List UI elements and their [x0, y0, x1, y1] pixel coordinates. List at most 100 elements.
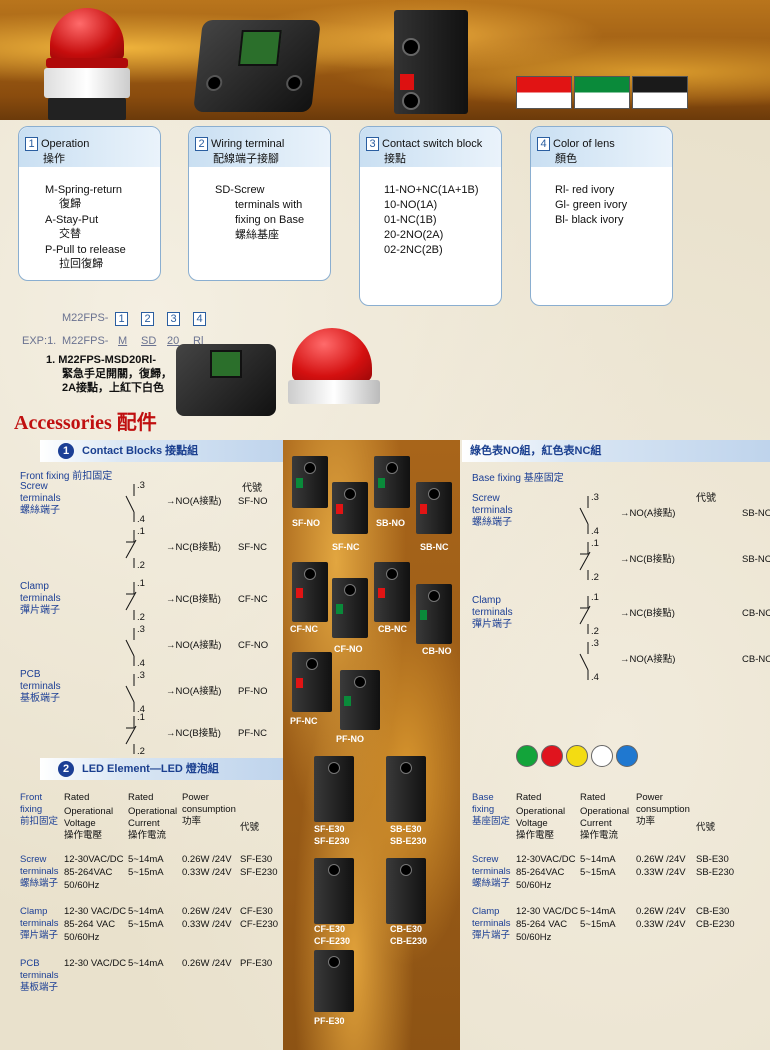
- module-image: [314, 950, 354, 1012]
- contact-color-bar: [462, 440, 770, 462]
- voltage-value: 50/60Hz: [516, 880, 552, 891]
- group-label: terminals: [472, 505, 513, 516]
- no-contact-symbol-icon: [579, 496, 589, 534]
- contact-color-tab: [378, 478, 385, 488]
- section-title-zh: 操作: [43, 153, 65, 165]
- column-header: 操作電流: [580, 830, 619, 841]
- column-header: 操作電壓: [516, 830, 555, 841]
- contact-type: →NC(B接點): [166, 542, 221, 553]
- code-header: 代號: [696, 493, 716, 504]
- no-contact-symbol-icon: [125, 484, 135, 522]
- led-element-bar: [40, 758, 283, 780]
- module-label: SF-E230: [314, 836, 350, 846]
- section-title-zh: 接點: [384, 153, 406, 165]
- led-element-title: LED Element—LED 燈泡組: [82, 763, 219, 775]
- contact-color-tab: [420, 504, 427, 514]
- terminal-hole-icon: [328, 956, 340, 968]
- module-image: [416, 584, 452, 644]
- accessories-title-en: Accessories: [14, 412, 112, 434]
- terminal-label: .1: [137, 526, 145, 537]
- contact-code: SF-NO: [238, 496, 268, 507]
- module-image: [416, 482, 452, 534]
- code-header: 代號: [242, 483, 262, 494]
- example-line: 2A接點，上紅下白色: [62, 382, 165, 394]
- terminal-hole-icon: [344, 488, 356, 500]
- contact-block-image: [394, 10, 468, 114]
- section-number: 1: [25, 137, 38, 151]
- current-value: 5~15mA: [128, 867, 164, 878]
- group-label: 螺絲端子: [20, 505, 60, 516]
- voltage-value: 50/60Hz: [64, 880, 100, 891]
- terminal-label: .4: [137, 704, 145, 715]
- example-part: SD: [141, 335, 157, 347]
- bar-number-icon: 2: [58, 761, 74, 777]
- current-value: 5~15mA: [128, 919, 164, 930]
- example-line: 緊急手足開關，復歸，: [62, 368, 172, 380]
- contact-type: →NC(B接點): [166, 728, 221, 739]
- module-label: CB-E230: [390, 936, 428, 946]
- contact-color-tab: [336, 604, 343, 614]
- group-label: terminals: [20, 593, 61, 604]
- group-label: terminals: [20, 970, 59, 981]
- power-value: 0.26W /24V: [182, 958, 232, 969]
- voltage-value: 12-30VAC/DC: [516, 854, 576, 865]
- contact-code: PF-NC: [238, 728, 268, 739]
- group-label: 螺絲端子: [472, 517, 512, 528]
- section-title-zh: 配線端子接腳: [213, 153, 279, 165]
- module-label: PF-NC: [290, 716, 318, 726]
- terminal-hole-icon: [304, 462, 316, 474]
- column-header: 操作電壓: [64, 830, 103, 841]
- module-image: [340, 670, 380, 730]
- nc-contact-symbol-icon: [125, 582, 137, 620]
- nc-contact-symbol-icon: [579, 596, 591, 634]
- fixing-label: Front: [20, 792, 43, 803]
- power-value: 0.33W /24V: [182, 867, 232, 878]
- option-line: Gl- green ivory: [555, 199, 628, 211]
- terminal-label: .1: [137, 712, 145, 723]
- terminal-label: .4: [591, 526, 599, 537]
- group-label: 彈片端子: [472, 930, 511, 941]
- contact-code: CF-NO: [238, 640, 269, 651]
- option-line: 11-NO+NC(1A+1B): [384, 184, 479, 196]
- option-line: 01-NC(1B): [384, 214, 437, 226]
- voltage-value: 85-264VAC: [516, 867, 565, 878]
- led-code: SB-E230: [696, 867, 735, 878]
- terminal-label: .3: [137, 480, 145, 491]
- current-value: 5~14mA: [128, 958, 164, 969]
- fixing-label: 前扣固定: [20, 816, 59, 827]
- terminal-hole-icon: [400, 864, 412, 876]
- code-prefix: M22FPS-: [62, 312, 109, 324]
- led-code: CB-E30: [696, 906, 730, 917]
- terminal-label: .1: [591, 592, 599, 603]
- section-number: 4: [537, 137, 550, 151]
- model-code: M22FPS- 1 2 3 4 EXP:1. M22FPS- M SD 20 R…: [0, 310, 300, 400]
- module-label: SB-E230: [390, 836, 427, 846]
- no-contact-symbol-icon: [579, 642, 589, 680]
- section-title: Contact switch block: [382, 138, 483, 150]
- voltage-value: 85-264 VAC: [64, 919, 116, 930]
- contact-type: →NO(A接點): [166, 686, 222, 697]
- module-label: CB-NO: [422, 646, 452, 656]
- terminal-label: .3: [591, 492, 599, 503]
- terminal-label: .4: [137, 658, 145, 669]
- terminal-label: .1: [591, 538, 599, 549]
- terminal-label: .3: [137, 624, 145, 635]
- module-label: SF-E30: [314, 824, 345, 834]
- terminal-hole-icon: [354, 676, 366, 688]
- column-header: Operational: [580, 806, 630, 817]
- led-code: CF-E230: [240, 919, 279, 930]
- led-code: SF-E30: [240, 854, 273, 865]
- option-line: 02-2NC(2B): [384, 244, 443, 256]
- module-label: CF-NO: [334, 644, 363, 654]
- column-header: consumption: [182, 804, 236, 815]
- power-value: 0.33W /24V: [636, 919, 686, 930]
- group-label: terminals: [20, 681, 61, 692]
- option-line: SD-Screw: [215, 184, 265, 196]
- module-image: [332, 578, 368, 638]
- column-header: Rated: [580, 792, 606, 803]
- terminal-label: .3: [137, 670, 145, 681]
- contact-type: →NC(B接點): [620, 554, 675, 565]
